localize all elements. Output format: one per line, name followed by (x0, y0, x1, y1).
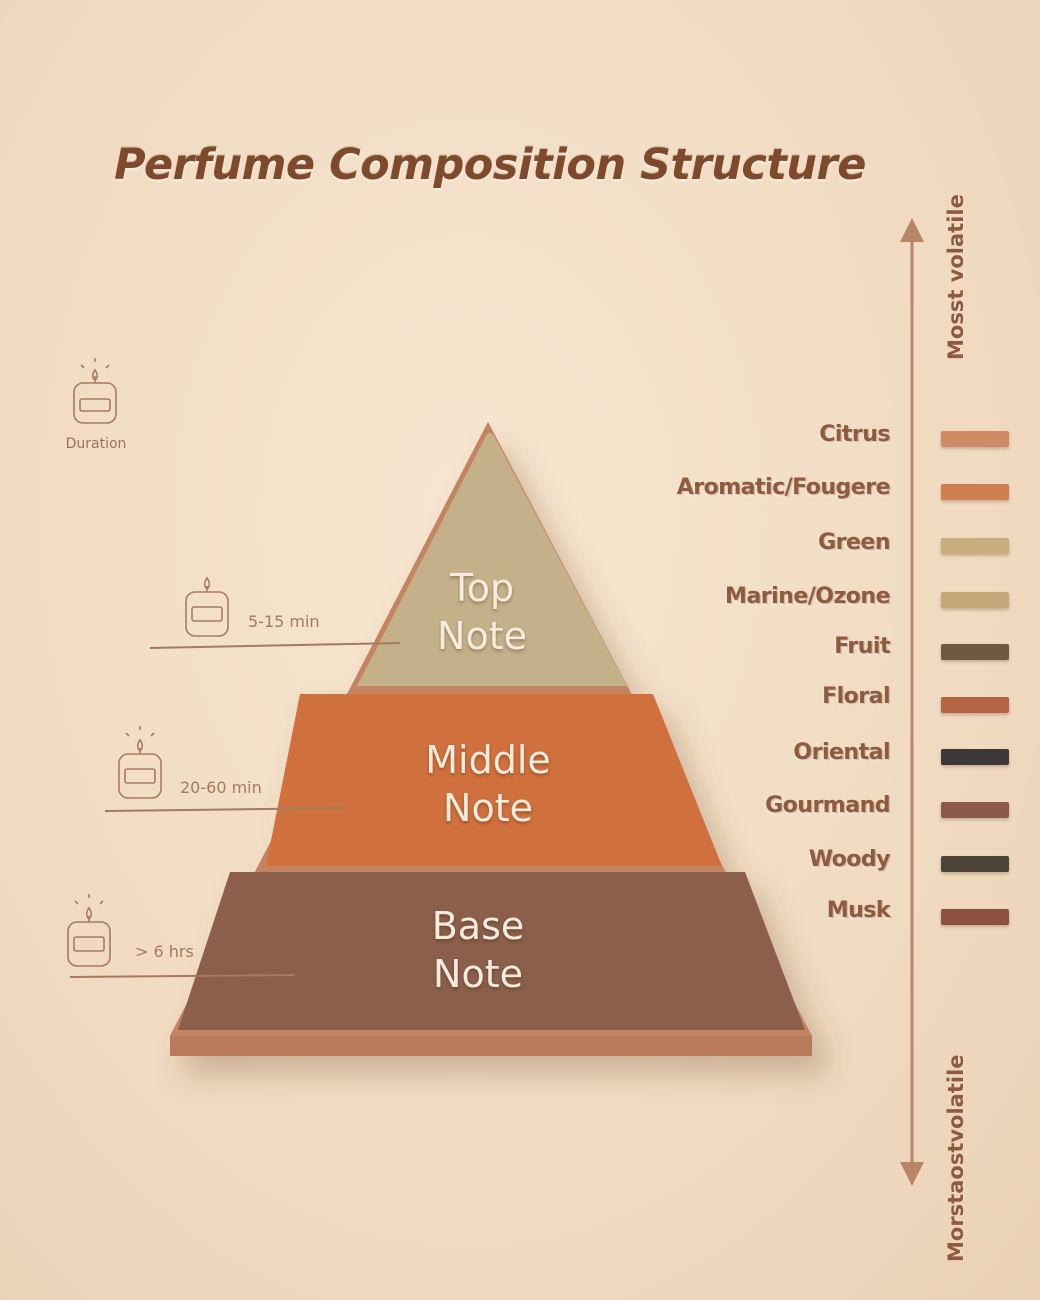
candle-icon (73, 358, 117, 424)
arrow-up-icon (900, 218, 924, 242)
family-swatch-citrus (941, 431, 1009, 447)
duration-label: Duration (65, 436, 127, 452)
middle-note-label: Middle Note (425, 738, 551, 830)
most-volatile-label: Mosst volatile (944, 194, 968, 360)
leader-line-top (149, 642, 401, 649)
middle-note-tier (266, 694, 722, 866)
family-swatch-green (941, 538, 1009, 554)
candle-icon-base (67, 894, 111, 967)
family-label-musk: Musk (826, 898, 891, 923)
arrow-down-icon (900, 1162, 924, 1186)
family-label-green: Green (818, 530, 890, 555)
family-label-floral: Floral (822, 684, 890, 709)
family-label-woody: Woody (808, 847, 891, 872)
family-label-gourmand: Gourmand (765, 793, 890, 818)
family-swatch-fruit (941, 644, 1009, 660)
leader-line-middle (104, 807, 346, 812)
base-note-tier (178, 872, 805, 1030)
top-note-duration: 5-15 min (248, 612, 320, 631)
family-label-oriental: Oriental (793, 740, 890, 765)
family-swatch-aromatic (941, 484, 1009, 500)
family-swatch-musk (941, 909, 1009, 925)
family-swatch-gourmand (941, 802, 1009, 818)
family-label-citrus: Citrus (819, 422, 890, 447)
family-swatch-floral (941, 697, 1009, 713)
base-note-duration: > 6 hrs (135, 942, 194, 961)
candle-icon-top (185, 576, 229, 637)
middle-note-duration: 20-60 min (180, 778, 262, 797)
family-swatch-oriental (941, 749, 1009, 765)
top-note-label: Top Note (437, 566, 527, 658)
leader-line-base (69, 974, 296, 978)
least-volatile-label: Morstaostvolatile (944, 1054, 968, 1262)
top-note-tier (357, 433, 627, 686)
family-label-aromatic: Aromatic/Fougere (676, 475, 891, 500)
family-label-fruit: Fruit (834, 634, 890, 659)
pyramid (170, 422, 812, 1056)
base-note-label: Base Note (431, 904, 525, 996)
family-swatch-woody (941, 856, 1009, 872)
page-title: Perfume Composition Structure (114, 140, 866, 190)
family-label-marine: Marine/Ozone (725, 584, 890, 609)
candle-icon-middle (118, 726, 162, 799)
family-swatch-marine (941, 592, 1009, 608)
